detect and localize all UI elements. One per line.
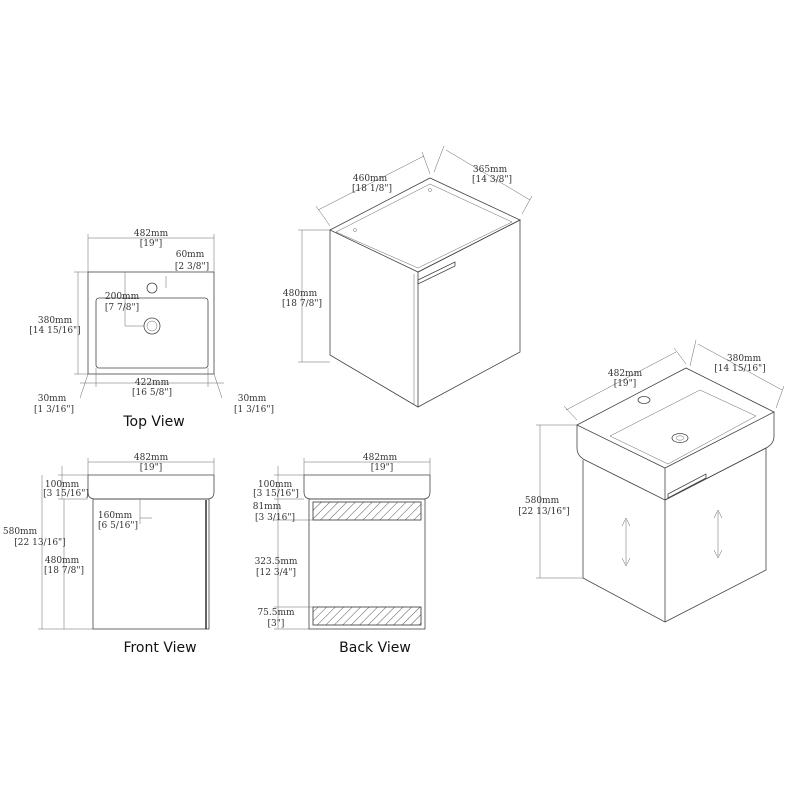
- basin-width-mm: 422mm: [135, 378, 170, 388]
- back-rail1-in: [3 3/16"]: [255, 513, 295, 523]
- front-top-mm: 100mm: [45, 480, 80, 490]
- assembled-cabinet-left: [582, 460, 666, 623]
- iso-asm-width-mm: 482mm: [608, 369, 643, 379]
- back-gap-in: [12 3/4"]: [256, 568, 296, 578]
- top-view-title: Top View: [122, 414, 184, 430]
- handle-in: [6 5/16"]: [98, 521, 138, 531]
- back-rail2-in: [3"]: [268, 619, 285, 629]
- iso-cab-depth-mm: 365mm: [473, 165, 508, 175]
- drain-hole: [143, 317, 161, 335]
- iso-asm-width-in: [19"]: [614, 379, 637, 389]
- basin-inner: [609, 389, 757, 465]
- left-arrow: [621, 517, 631, 567]
- top-depth-in: [14 15/16"]: [29, 326, 80, 336]
- back-rail-bottom: [312, 606, 422, 626]
- front-total-mm: 580mm: [3, 527, 38, 537]
- tap-hole: [146, 282, 158, 294]
- iso-cab-width-mm: 460mm: [353, 174, 388, 184]
- iso-cab-width-in: [18 1/8"]: [352, 184, 392, 194]
- tap-offset-mm: 60mm: [176, 250, 205, 260]
- iso-cab-height-mm: 480mm: [283, 289, 318, 299]
- rim-left-mm: 30mm: [38, 394, 67, 404]
- iso-cab-depth-in: [14 3/8"]: [472, 175, 512, 185]
- front-cabinet-mm: 480mm: [45, 556, 80, 566]
- front-cabinet-in: [18 7/8"]: [44, 566, 84, 576]
- back-cabinet: [308, 498, 426, 630]
- basin-tap-hole: [637, 396, 651, 404]
- back-rail1-mm: 81mm: [253, 502, 282, 512]
- cabinet-handle: [417, 261, 456, 285]
- basin-top-surface: [576, 367, 775, 469]
- rim-left-in: [1 3/16"]: [34, 405, 74, 415]
- top-view-basin: [95, 297, 209, 369]
- top-view: 482mm [19"] 380mm [14 15/16"] 60mm [2 3/…: [29, 229, 274, 430]
- top-depth-mm: 380mm: [38, 316, 73, 326]
- back-view-title: Back View: [339, 640, 411, 656]
- back-basin-top: [303, 474, 431, 500]
- top-view-outline: [87, 271, 215, 375]
- drain-offset-mm: 200mm: [105, 292, 140, 302]
- back-rail-top: [312, 501, 422, 521]
- assembled-cabinet-front: [664, 447, 767, 623]
- top-width-mm: 482mm: [134, 229, 169, 239]
- front-top-in: [3 15/16"]: [43, 489, 89, 499]
- iso-asm-depth-mm: 380mm: [727, 354, 762, 364]
- back-gap-mm: 323.5mm: [255, 557, 298, 567]
- back-rail2-mm: 75.5mm: [257, 608, 295, 618]
- right-arrow: [713, 509, 723, 559]
- assembled-handle: [667, 473, 707, 499]
- cabinet-isometric: 460mm [18 1/8"] 365mm [14 3/8"] 480mm [1…: [282, 145, 533, 408]
- drain-offset-in: [7 7/8"]: [105, 303, 139, 313]
- front-cabinet: [92, 498, 210, 630]
- cabinet-front-face: [417, 219, 521, 408]
- front-width-mm: 482mm: [134, 453, 169, 463]
- handle-mm: 160mm: [98, 511, 133, 521]
- back-top-mm: 100mm: [258, 480, 293, 490]
- front-basin-top: [87, 474, 215, 500]
- basin-drain: [671, 433, 689, 443]
- back-top-in: [3 15/16"]: [253, 489, 299, 499]
- iso-cab-height-in: [18 7/8"]: [282, 299, 322, 309]
- top-width-in: [19"]: [140, 239, 163, 249]
- rim-right-in: [1 3/16"]: [234, 405, 274, 415]
- back-width-in: [19"]: [371, 463, 394, 473]
- front-width-in: [19"]: [140, 463, 163, 473]
- iso-asm-depth-in: [14 15/16"]: [714, 364, 765, 374]
- back-width-mm: 482mm: [363, 453, 398, 463]
- front-total-in: [22 13/16"]: [14, 538, 65, 548]
- assembled-isometric: 482mm [19"] 380mm [14 15/16"] 580mm [22 …: [518, 339, 785, 623]
- tap-offset-in: [2 3/8"]: [175, 262, 209, 272]
- iso-asm-height-in: [22 13/16"]: [518, 507, 569, 517]
- front-view: 482mm [19"] 100mm [3 15/16"] 580mm [22 1…: [3, 453, 215, 656]
- cabinet-left-face: [329, 230, 419, 408]
- iso-asm-height-mm: 580mm: [525, 496, 560, 506]
- basin-width-in: [16 5/8"]: [132, 388, 172, 398]
- front-view-title: Front View: [123, 640, 196, 656]
- rim-right-mm: 30mm: [238, 394, 267, 404]
- back-view: 482mm [19"] 100mm [3 15/16"] 81mm [3 3/1…: [253, 453, 431, 656]
